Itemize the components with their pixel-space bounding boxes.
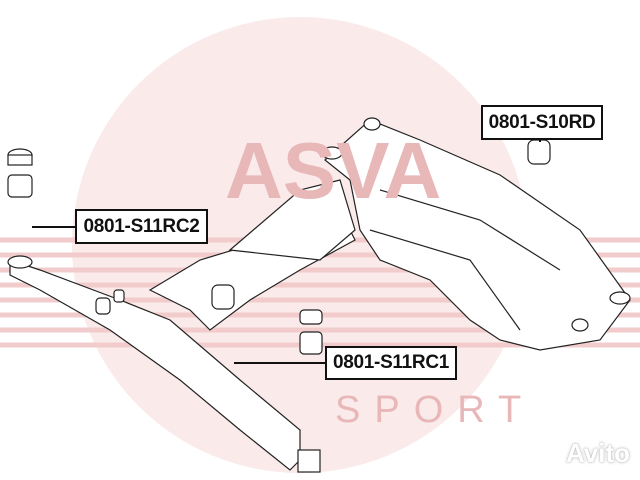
left-subframe <box>7 179 356 473</box>
callout-s10rd: 0801-S10RD <box>481 105 603 140</box>
right-subframe <box>321 117 631 351</box>
leader-line-s11rc1 <box>234 362 325 364</box>
watermark-subtitle: SPORT <box>335 389 535 431</box>
brand-watermark: ASVA SPORT <box>225 126 535 431</box>
leader-line-s10rd <box>539 140 541 142</box>
callout-s11rc1: 0801-S11RC1 <box>325 346 457 380</box>
callout-s11rc2: 0801-S11RC2 <box>75 209 208 244</box>
watermark-brand: ASVA <box>225 126 441 215</box>
leader-line-s11rc2 <box>32 226 75 228</box>
avito-watermark: Avito <box>565 438 630 468</box>
